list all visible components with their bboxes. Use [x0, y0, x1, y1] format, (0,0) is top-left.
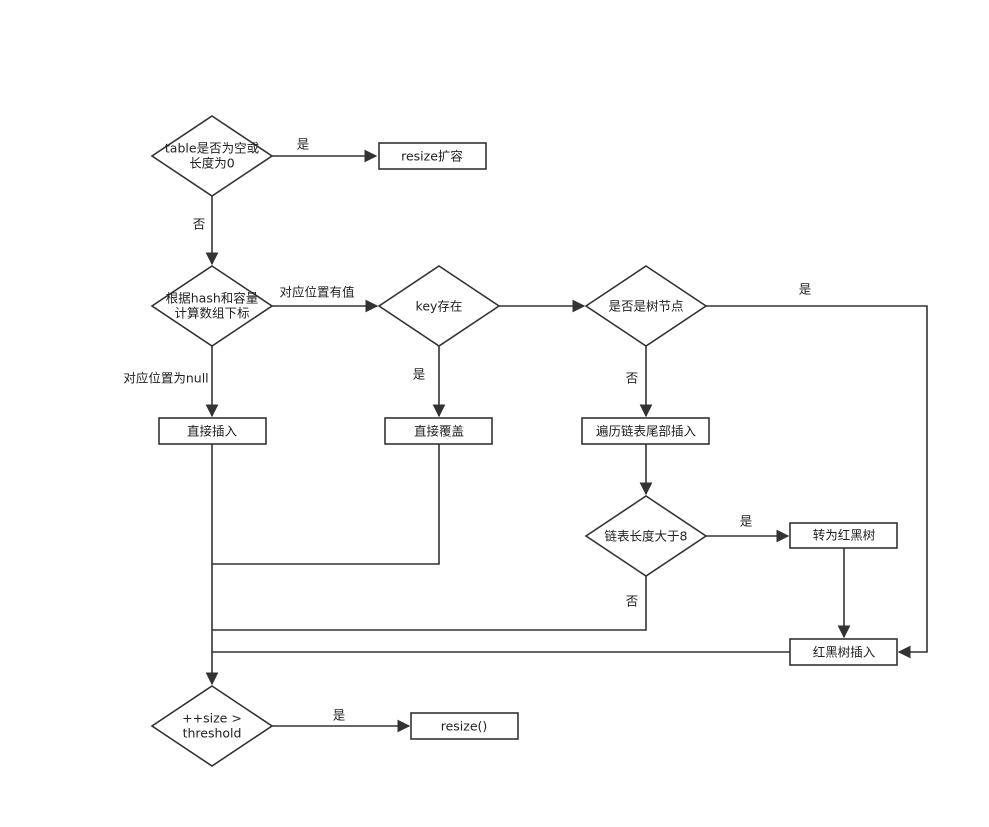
svg-text:计算数组下标: 计算数组下标 — [174, 306, 249, 321]
label-length-yes: 是 — [740, 514, 753, 529]
process-to-red-black-tree: 转为红黑树 — [789, 522, 898, 549]
label-slot-has-value: 对应位置有值 — [279, 285, 354, 300]
svg-text:遍历链表尾部插入: 遍历链表尾部插入 — [596, 424, 697, 439]
svg-text:红黑树插入: 红黑树插入 — [813, 645, 876, 660]
svg-text:转为红黑树: 转为红黑树 — [813, 528, 876, 543]
svg-text:table是否为空或: table是否为空或 — [165, 141, 260, 156]
svg-text:链表长度大于8: 链表长度大于8 — [605, 529, 688, 544]
decision-size-threshold: ++size > threshold — [150, 685, 274, 767]
svg-text:长度为0: 长度为0 — [189, 156, 235, 171]
process-direct-overwrite: 直接覆盖 — [384, 417, 493, 445]
svg-text:++size >: ++size > — [182, 711, 242, 726]
process-hash-index: 根据hash和容量 计算数组下标 — [150, 265, 274, 347]
svg-text:key存在: key存在 — [416, 299, 463, 314]
process-red-black-insert: 红黑树插入 — [789, 638, 898, 666]
label-table-no: 否 — [193, 217, 206, 232]
edge-overwrite-to-merge — [212, 444, 440, 565]
edge-length-no-to-merge — [212, 576, 647, 631]
decision-is-tree-node: 是否是树节点 — [584, 265, 708, 347]
decision-table-empty: table是否为空或 长度为0 — [150, 115, 274, 197]
label-tree-no: 否 — [626, 371, 639, 386]
process-traverse-list: 遍历链表尾部插入 — [581, 417, 710, 445]
svg-text:是否是树节点: 是否是树节点 — [608, 299, 683, 314]
label-threshold-yes: 是 — [333, 708, 346, 723]
label-tree-yes: 是 — [799, 282, 812, 297]
svg-text:resize扩容: resize扩容 — [401, 149, 463, 164]
svg-text:直接覆盖: 直接覆盖 — [414, 424, 464, 439]
label-length-no: 否 — [626, 594, 639, 609]
svg-text:直接插入: 直接插入 — [187, 424, 238, 439]
process-resize-expand: resize扩容 — [378, 142, 487, 170]
process-resize-call: resize() — [410, 712, 519, 740]
label-table-yes: 是 — [297, 137, 310, 152]
label-slot-null: 对应位置为null — [123, 371, 208, 386]
svg-text:threshold: threshold — [183, 726, 242, 741]
process-direct-insert: 直接插入 — [158, 417, 267, 445]
edge-tree-to-rbinsert — [706, 305, 928, 659]
decision-key-exists: key存在 — [377, 265, 501, 347]
label-key-yes: 是 — [413, 367, 426, 382]
svg-text:resize(): resize() — [441, 719, 488, 734]
svg-text:根据hash和容量: 根据hash和容量 — [166, 291, 259, 306]
decision-list-length: 链表长度大于8 — [584, 495, 708, 577]
